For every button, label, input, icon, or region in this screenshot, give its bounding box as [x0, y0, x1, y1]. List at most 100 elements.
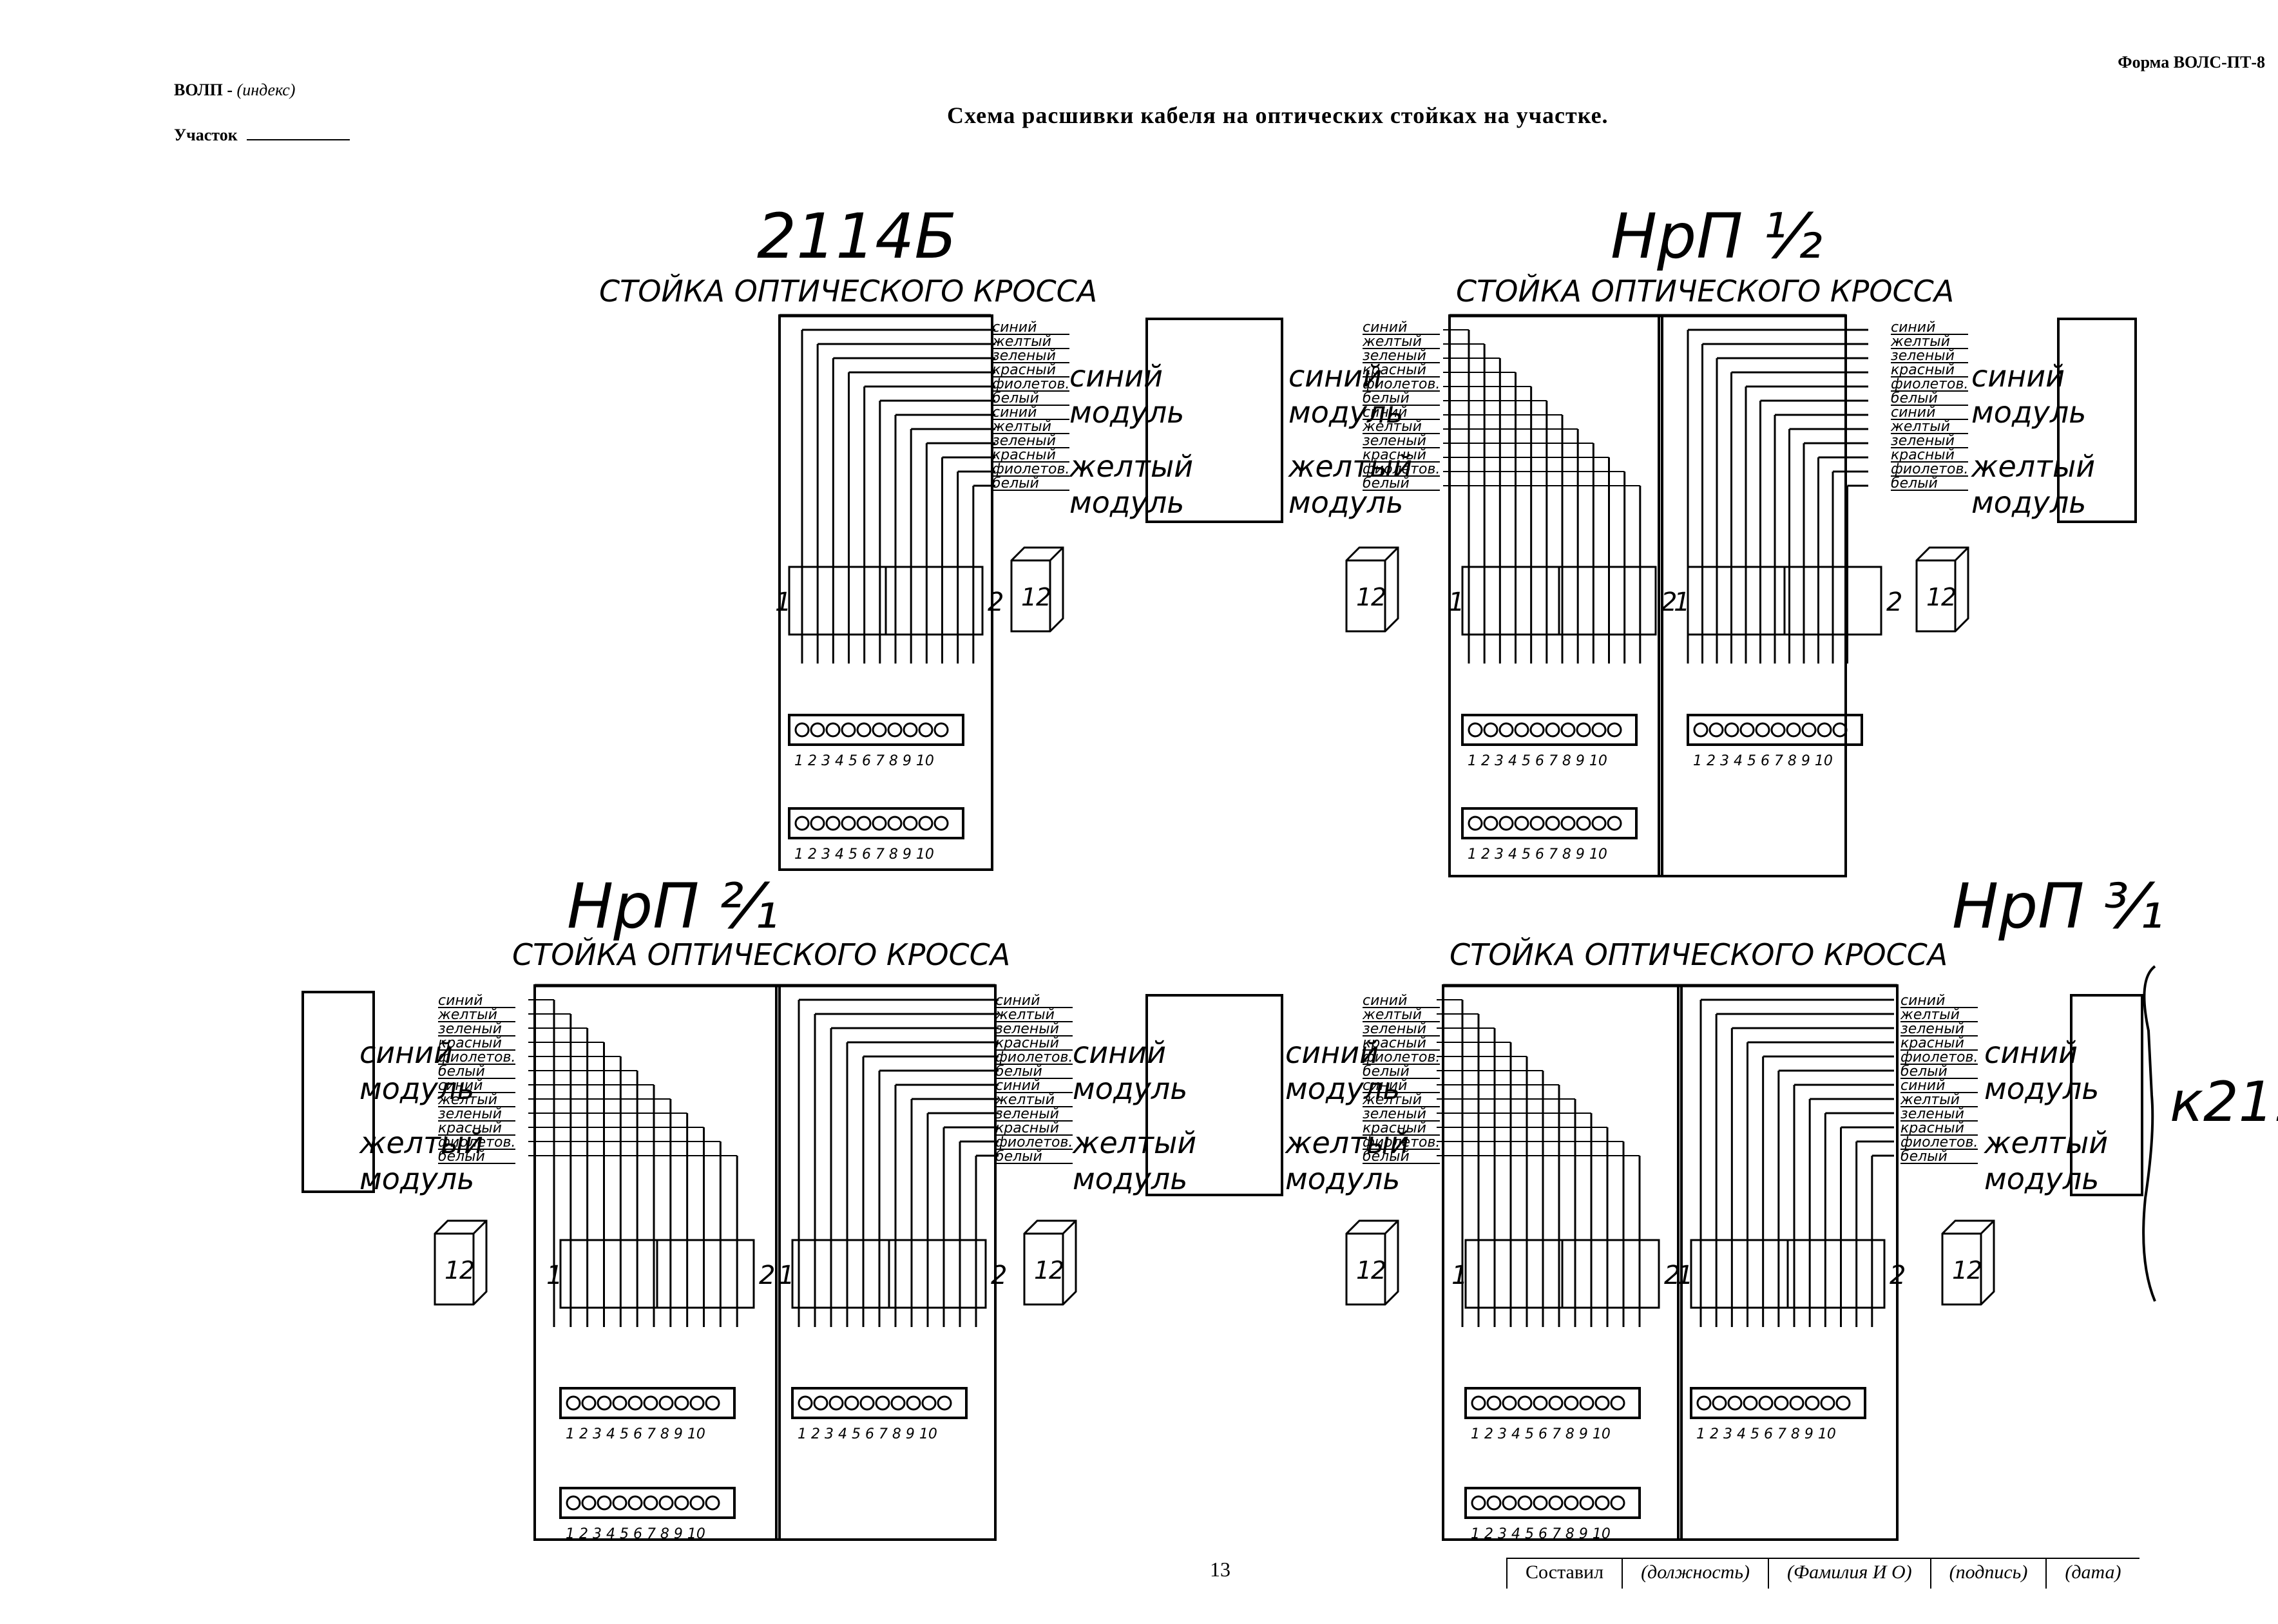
rack2-conn-c-port: [1817, 722, 1832, 738]
signature-footer: Составил (должность) (Фамилия И О) (подп…: [1506, 1558, 2139, 1589]
rack4-right-fiber-label: синий: [1900, 1078, 1945, 1094]
rack2-right-fiber-label: желтый: [1890, 334, 1950, 350]
rack4-box-a-label-1: 1: [1356, 1256, 1372, 1285]
rack4-left-fiber-label: белый: [1363, 1149, 1410, 1165]
rack3-conn-a-port: [627, 1395, 643, 1411]
rack1-conn-b-port: [841, 816, 856, 831]
rack2-conn-b-port: [1576, 816, 1591, 831]
rack2-left-fiber-label: красный: [1363, 447, 1426, 463]
rack2-left-fiber-label: синий: [1363, 405, 1407, 421]
rack1-conn-a-port: [841, 722, 856, 738]
rack3-conn-c-numbering: 1 2 3 4 5 6 7 8 9 10: [798, 1426, 937, 1442]
rack3-right-fiber-label: белый: [995, 1064, 1042, 1080]
rack4-box-a-edge: [1384, 1219, 1399, 1235]
splice-box-top: [1145, 318, 1283, 523]
rack4-right-blue-module: модуль: [1984, 1071, 2099, 1106]
rack4-conn-c-port: [1712, 1395, 1727, 1411]
rack3-conn-c-port: [813, 1395, 828, 1411]
rack2-conn-c-port: [1755, 722, 1770, 738]
rack4-left-fiber-label: белый: [1363, 1064, 1410, 1080]
rack1-box-label-2: 2: [1036, 583, 1051, 611]
rack3-right-blue-module: синий: [1073, 1035, 1166, 1070]
rack1-conn-b-strip: [788, 807, 964, 839]
rack2-conn-c-port: [1724, 722, 1739, 738]
rack3-right-fiber-label: зеленый: [995, 1106, 1059, 1122]
rack4-right-fiber-label: зеленый: [1900, 1021, 1964, 1037]
rack4-conn-c-port: [1758, 1395, 1774, 1411]
rack4-conn-c-port: [1820, 1395, 1835, 1411]
rack3-left-fiber-label: синий: [438, 1078, 483, 1094]
rack2-right-fiber-label: желтый: [1890, 419, 1950, 435]
rack3-conn-c-port: [921, 1395, 937, 1411]
rack1-fiber-label: красный: [992, 447, 1056, 463]
footer-name: (Фамилия И О): [1767, 1559, 1930, 1589]
rack-code-1: 2114Б: [757, 200, 957, 272]
rack1-conn-a-port: [872, 722, 887, 738]
rack3-conn-c-port: [859, 1395, 875, 1411]
rack4-box-a-outline: [1345, 1219, 1399, 1306]
rack4-cross-b-panel-b: [1786, 1239, 1886, 1309]
rack3-conn-c-strip: [791, 1387, 968, 1419]
rack4-conn-a-port: [1533, 1395, 1548, 1411]
rack2-box-a-outline: [1345, 546, 1399, 633]
rack4-conn-a-numbering: 1 2 3 4 5 6 7 8 9 10: [1471, 1426, 1611, 1442]
rack1-conn-b-port: [856, 816, 872, 831]
rack4-conn-b-numbering: 1 2 3 4 5 6 7 8 9 10: [1471, 1526, 1611, 1542]
rack4-right-fiber-label: белый: [1900, 1064, 1948, 1080]
rack2-conn-c-strip: [1687, 714, 1863, 746]
rack4-conn-b-port: [1517, 1495, 1533, 1511]
rack1-conn-b-numbering: 1 2 3 4 5 6 7 8 9 10: [794, 846, 934, 863]
rack3-conn-a-port: [612, 1395, 627, 1411]
rack4-left-fiber-label: зеленый: [1363, 1021, 1426, 1037]
rack2-box-b-outline: [1915, 546, 1969, 633]
rack2-conn-b-port: [1545, 816, 1560, 831]
rack1-yellow-module: желтый: [1069, 449, 1193, 484]
rack1-box-edge: [1049, 546, 1064, 562]
rack-label-4: СТОЙКА ОПТИЧЕСКОГО КРОССА: [1450, 937, 1948, 972]
rack1-conn-b-port: [918, 816, 933, 831]
rack2-frame-left: [1448, 314, 1663, 877]
rack4-conn-c-port: [1774, 1395, 1789, 1411]
destination-brace: [2142, 965, 2156, 1302]
section-text: Участок: [174, 126, 238, 144]
rack4-box-a-label-2: 2: [1371, 1256, 1386, 1285]
rack3-cross-a-panel-b: [656, 1239, 755, 1309]
rack4-right-fiber-label: фиолетов.: [1900, 1049, 1978, 1065]
rack2-left-fiber-label: белый: [1363, 475, 1410, 492]
rack4-box-b-outline: [1941, 1219, 1995, 1306]
rack3-conn-b-numbering: 1 2 3 4 5 6 7 8 9 10: [566, 1526, 705, 1542]
page-title: Схема расшивки кабеля на оптических стой…: [947, 102, 1609, 128]
rack1-conn-b-port: [872, 816, 887, 831]
footer-signature: (подпись): [1929, 1559, 2046, 1589]
rack3-left-blue-module: модуль: [359, 1071, 474, 1106]
rack4-box-b-edge: [1980, 1219, 1995, 1235]
rack3-box-a-label-2: 2: [459, 1256, 475, 1285]
rack2-conn-c-port: [1708, 722, 1724, 738]
rack4-cross-b-panel-a: [1690, 1239, 1789, 1309]
rack1-fiber-label: синий: [992, 320, 1037, 336]
rack1-fiber-label: желтый: [991, 419, 1051, 435]
rack3-left-yellow-module: желтый: [359, 1125, 483, 1160]
rack1-conn-b-port: [810, 816, 825, 831]
rack2-conn-c-port: [1770, 722, 1786, 738]
rack3-cross-b-panel-b: [888, 1239, 987, 1309]
rack4-right-yellow-module: желтый: [1984, 1125, 2108, 1160]
rack3-conn-b-port: [689, 1495, 705, 1511]
form-label: Форма ВОЛС-ПТ-8: [2118, 53, 2265, 72]
rack3-conn-a-port: [643, 1395, 658, 1411]
rack4-conn-b-port: [1471, 1495, 1486, 1511]
rack2-right-fiber-label: зеленый: [1891, 433, 1955, 449]
rack3-conn-c-port: [798, 1395, 813, 1411]
rack4-cross-b-num-2: 2: [1890, 1261, 1906, 1290]
rack3-left-blue-module: синий: [359, 1035, 453, 1070]
rack2-cross-a-num-2: 2: [1661, 588, 1677, 617]
rack3-cross-b-num-1: 1: [778, 1261, 794, 1290]
rack4-conn-b-port: [1594, 1495, 1610, 1511]
rack1-cross-panel-b: [885, 566, 984, 636]
rack4-cross-a-panel-a: [1464, 1239, 1564, 1309]
rack3-right-fiber-label: желтый: [995, 1092, 1055, 1108]
rack4-left-fiber-label: желтый: [1362, 1007, 1422, 1023]
rack2-conn-a-port: [1529, 722, 1545, 738]
rack3-conn-b-strip: [559, 1487, 736, 1519]
